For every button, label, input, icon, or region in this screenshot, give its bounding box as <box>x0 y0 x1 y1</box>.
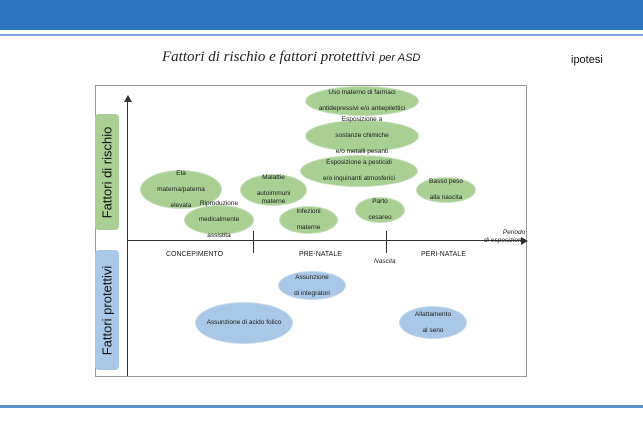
protective-factor-folic-acid: Assunzione di acido folico <box>195 302 293 344</box>
phase-concepimento: CONCEPIMENTO <box>166 251 224 258</box>
risk-band: Fattori di rischio <box>95 114 119 230</box>
header-divider <box>0 34 643 36</box>
protective-band: Fattori protettivi <box>95 250 119 370</box>
time-axis <box>127 240 521 241</box>
footer-divider <box>0 405 643 408</box>
title-suffix: per ASD <box>379 52 421 64</box>
phase-pre-natale: PRE-NATALE <box>299 251 342 258</box>
risk-band-label: Fattori di rischio <box>99 126 115 218</box>
axis-title-line1: Periodo <box>502 229 526 236</box>
axis-tick-concepimento <box>253 231 254 253</box>
axis-tick-nascita <box>386 231 387 253</box>
time-axis-arrow <box>521 237 528 245</box>
vertical-axis-arrow <box>124 95 132 102</box>
diagram-frame <box>95 85 527 377</box>
protective-band-label: Fattori protettivi <box>99 265 115 355</box>
axis-title: Periodo di esposizione <box>484 229 525 245</box>
birth-label: Nascita <box>374 258 396 265</box>
axis-title-line2: di esposizione <box>484 237 526 244</box>
title-main: Fattori di rischio e fattori protettivi <box>162 49 376 65</box>
phase-peri-natale: PERI-NATALE <box>421 251 466 258</box>
header-bar <box>0 0 643 30</box>
vertical-axis <box>127 100 128 376</box>
hypothesis-note: ipotesi <box>571 54 603 66</box>
